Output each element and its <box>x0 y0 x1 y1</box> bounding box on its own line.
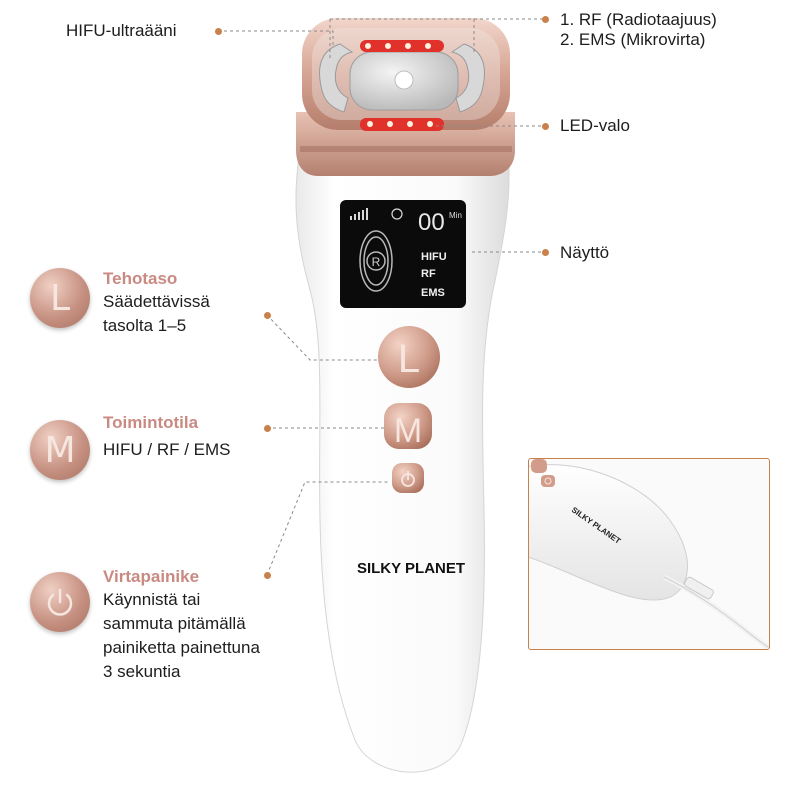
wave-rings-icon <box>359 230 393 292</box>
power-button <box>392 463 424 493</box>
callout-dot-power <box>264 572 271 579</box>
screen-mode-hifu: HIFU <box>421 251 447 263</box>
feature-power-title: Virtapainike <box>103 567 200 586</box>
screen-center-letter: R <box>372 255 381 269</box>
rf-electrode-left <box>319 43 354 113</box>
screen-mode-rf: RF <box>421 268 436 280</box>
feature-level-desc-2: tasolta 1–5 <box>103 316 187 335</box>
feature-power: Virtapainike Käynnistä tai sammuta pitäm… <box>103 566 260 684</box>
led-lights-top <box>360 40 444 52</box>
callout-dot-hifu <box>215 28 222 35</box>
timer-digits: 00 <box>418 209 445 236</box>
feature-power-desc-1: Käynnistä tai <box>103 590 201 609</box>
feature-level: Tehotaso Säädettävissä tasolta 1–5 <box>103 268 210 338</box>
callout-dot-level <box>264 312 271 319</box>
led-lights-bottom <box>360 118 444 131</box>
brand-logo: SILKY PLANET <box>357 560 465 577</box>
callout-dot-display <box>542 249 549 256</box>
label-led: LED-valo <box>560 116 630 135</box>
charging-inset: SILKY PLANET <box>528 458 770 650</box>
feature-level-title: Tehotaso <box>103 269 178 288</box>
feature-power-desc-3: painiketta painettuna <box>103 638 260 657</box>
timer-icon <box>391 208 403 220</box>
callout-dot-mode <box>264 425 271 432</box>
feature-mode-title: Toimintotila <box>103 413 199 432</box>
lcd-display <box>340 200 466 308</box>
feature-power-desc-2: sammuta pitämällä <box>103 614 246 633</box>
mode-letter-icon: M <box>30 420 90 480</box>
label-ems: 2. EMS (Mikrovirta) <box>560 30 706 49</box>
level-letter-icon: L <box>30 268 90 328</box>
screen-mode-ems: EMS <box>421 287 445 299</box>
feature-mode: Toimintotila HIFU / RF / EMS <box>103 412 231 462</box>
charging-device-drawing: SILKY PLANET <box>529 459 769 649</box>
level-button: L <box>378 326 440 388</box>
svg-text:M: M <box>394 412 422 450</box>
feature-level-desc-1: Säädettävissä <box>103 292 210 311</box>
leader-lines <box>218 18 545 576</box>
label-hifu: HIFU-ultraääni <box>66 21 177 40</box>
callout-dot-led <box>542 123 549 130</box>
svg-text:L: L <box>398 337 420 381</box>
mode-button: M <box>384 403 432 450</box>
feature-power-desc-4: 3 sekuntia <box>103 662 181 681</box>
feature-mode-desc-1: HIFU / RF / EMS <box>103 440 231 459</box>
label-display: Näyttö <box>560 243 610 262</box>
signal-bars-icon <box>350 208 368 220</box>
label-rf: 1. RF (Radiotaajuus) <box>560 10 717 29</box>
callout-dot-rf <box>542 16 549 23</box>
timer-unit: Min <box>449 211 462 220</box>
power-icon <box>30 572 90 632</box>
